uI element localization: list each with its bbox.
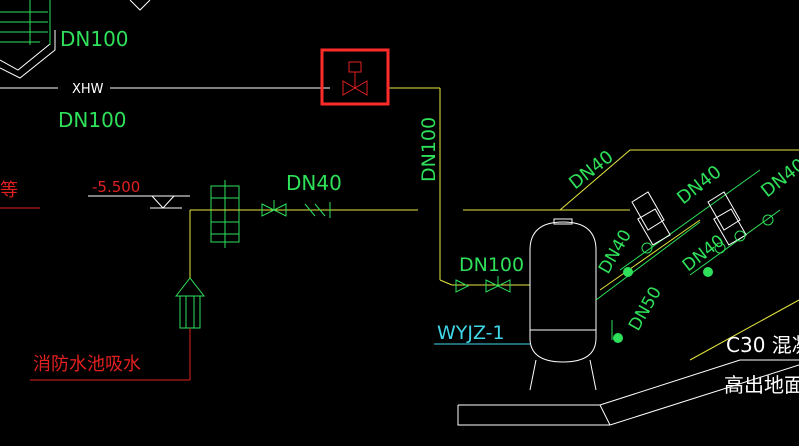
dn100-label-mid: DN100 — [58, 108, 127, 132]
suction-assembly — [174, 180, 240, 329]
xhw-label: XHW — [72, 82, 104, 97]
concrete-label: C30 混凝 — [726, 333, 799, 357]
svg-text:等: 等 — [0, 180, 18, 201]
pump-1 — [631, 191, 671, 246]
pump-valves — [641, 214, 774, 254]
dn40-label-c: DN40 — [757, 154, 799, 201]
dn40-label-e: DN40 — [679, 231, 729, 276]
top-left-green-lines — [0, 0, 51, 45]
dn100-label-lower: DN100 — [459, 254, 524, 276]
dn40-label-main: DN40 — [286, 171, 342, 195]
xhw-pipe — [0, 87, 453, 286]
top-left-equipment — [0, 0, 151, 79]
green-pipes — [595, 169, 781, 340]
left-red-fragment: 等 — [0, 180, 40, 209]
dn40-valves — [261, 200, 331, 218]
height-label: 高出地面15 — [724, 373, 799, 397]
green-dots — [613, 267, 713, 343]
elevation-label: -5.500 — [92, 178, 140, 196]
lower-valves — [455, 276, 511, 293]
suction-leader — [30, 328, 191, 381]
dn100-label-top: DN100 — [60, 27, 129, 51]
suction-pipe — [189, 209, 560, 278]
elevation-marker — [88, 195, 190, 209]
highlighted-motor-valve[interactable] — [320, 48, 390, 106]
dn40-label-b: DN40 — [673, 161, 726, 208]
concrete-base — [457, 359, 799, 426]
tank-label: WYJZ-1 — [437, 322, 505, 344]
suction-label: 消防水池吸水 — [33, 354, 141, 375]
dn50-label: DN50 — [625, 283, 666, 334]
dn100-label-vertical: DN100 — [418, 117, 440, 182]
pump-platform — [559, 149, 799, 361]
dn40-label-a: DN40 — [565, 146, 618, 193]
pressure-tank — [529, 218, 597, 391]
